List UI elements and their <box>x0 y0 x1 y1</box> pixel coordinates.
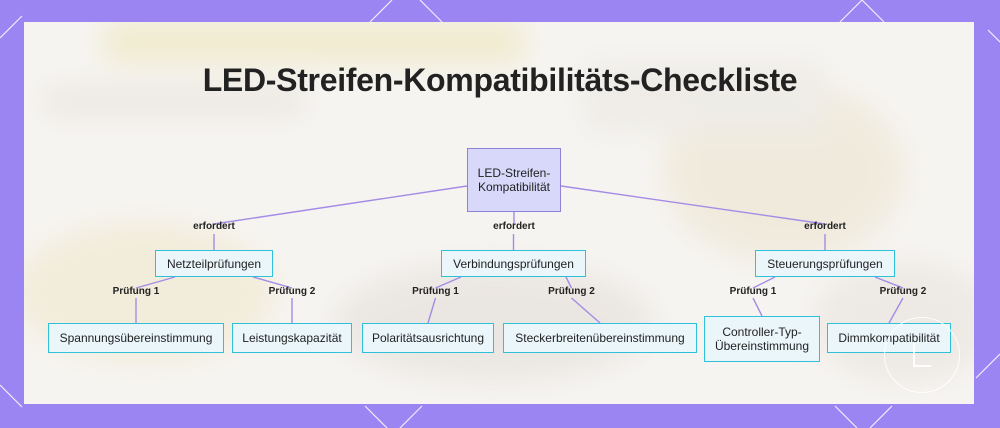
edge-category-1-to-label-1 <box>565 276 573 289</box>
leaf-node-label: Leistungskapazität <box>242 331 342 345</box>
category-node-label: Netzteilprüfungen <box>166 256 262 271</box>
edge-label-to-leaf-1-0 <box>427 297 437 324</box>
page-title: LED-Streifen-Kompatibilitäts-Checkliste <box>202 62 798 98</box>
edge-label-to-leaf-2-0 <box>752 297 763 317</box>
leaf-node: Steckerbreitenübereinstimmung <box>503 323 697 353</box>
leaf-node: Controller-Typ-Übereinstimmung <box>704 316 820 362</box>
category-node: Steuerungsprüfungen <box>755 250 895 277</box>
edge-label-check-1: Prüfung 1 <box>412 286 459 297</box>
edge-label-check-2: Prüfung 2 <box>268 286 316 297</box>
leaf-node-label: Steckerbreitenübereinstimmung <box>515 331 685 345</box>
category-node: Netzteilprüfungen <box>155 250 273 277</box>
category-node-label: Verbindungsprüfungen <box>453 256 574 271</box>
edge-root-to-category-0 <box>213 185 468 225</box>
category-node-label: Steuerungsprüfungen <box>767 256 883 271</box>
watermark-logo-icon <box>884 317 960 393</box>
leaf-node-label: Controller-Typ-Übereinstimmung <box>714 325 810 353</box>
edge-label-requires: erfordert <box>193 221 235 232</box>
leaf-node: Polaritätsausrichtung <box>362 323 494 353</box>
edge-label-to-leaf-2-1 <box>888 297 904 324</box>
edge-label-requires: erfordert <box>493 221 535 232</box>
edge-label-check-2: Prüfung 2 <box>548 286 595 297</box>
edge-label-requires: erfordert <box>804 221 846 232</box>
category-node: Verbindungsprüfungen <box>441 250 586 277</box>
leaf-node-label: Polaritätsausrichtung <box>371 331 485 345</box>
leaf-node: Spannungsübereinstimmung <box>48 323 224 353</box>
edge-category-1-to-label-0 <box>435 276 462 289</box>
edge-label-check-1: Prüfung 1 <box>729 286 777 297</box>
leaf-node-label: Spannungsübereinstimmung <box>59 331 213 345</box>
edge-category-0-to-label-0 <box>135 276 176 289</box>
leaf-node: Leistungskapazität <box>232 323 352 353</box>
edge-label-to-leaf-1-1 <box>571 297 601 324</box>
root-node: LED-Streifen-Kompatibilität <box>467 148 561 212</box>
edge-root-to-category-2 <box>560 185 826 225</box>
edge-category-2-to-label-0 <box>752 276 776 289</box>
edge-label-check-2: Prüfung 2 <box>879 286 927 297</box>
root-node-label: LED-Streifen-Kompatibilität <box>477 166 551 194</box>
edge-category-2-to-label-1 <box>874 276 904 289</box>
edge-category-0-to-label-1 <box>252 276 293 289</box>
edge-label-check-1: Prüfung 1 <box>112 286 160 297</box>
